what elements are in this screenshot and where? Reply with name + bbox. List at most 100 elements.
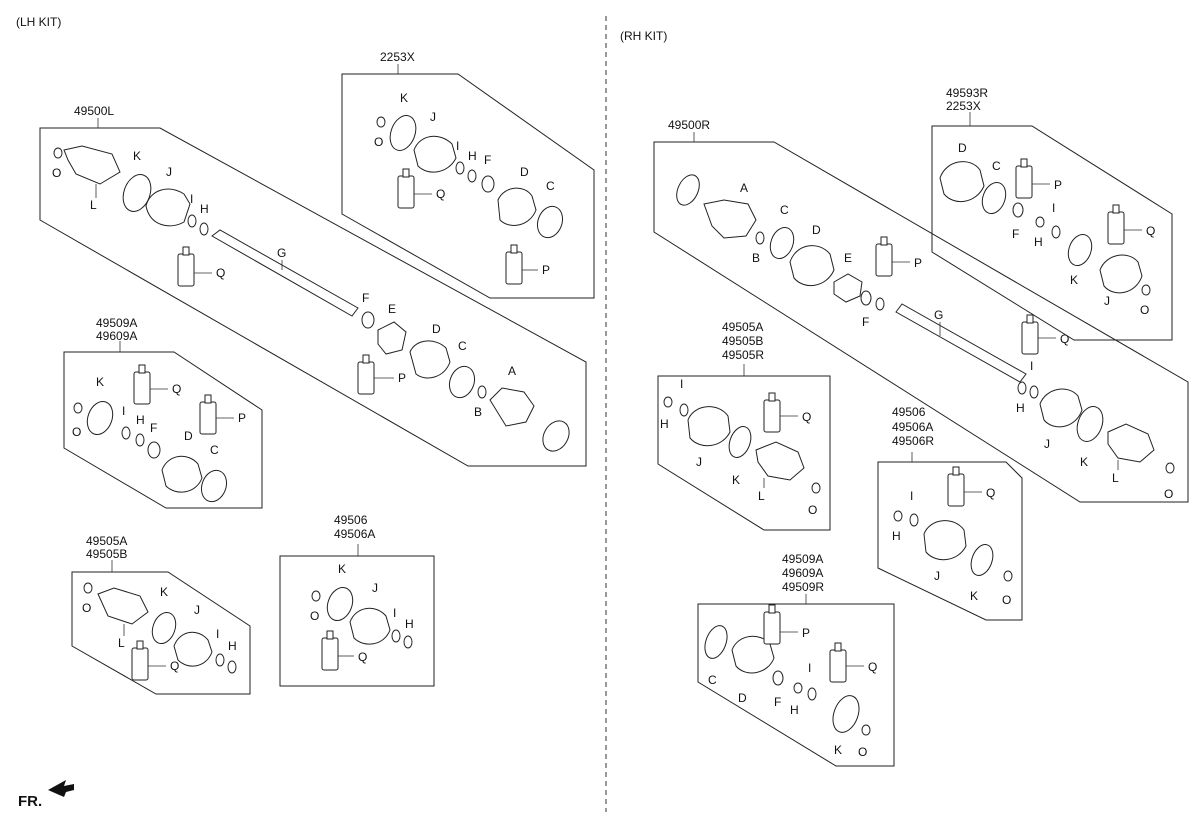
part-label-i: I [190, 192, 193, 206]
part-shape [349, 607, 391, 645]
part-label-o: O [808, 503, 817, 517]
part-label-j: J [372, 581, 378, 595]
part-shape [861, 724, 871, 736]
part-label-i: I [456, 139, 459, 153]
part-shape [326, 587, 354, 621]
part-label-k: K [160, 585, 168, 599]
part-label-q: Q [170, 659, 179, 673]
part-label-j: J [1044, 437, 1050, 451]
part-label-p: P [1054, 178, 1062, 192]
part-shape [477, 385, 487, 399]
part-label-k: K [96, 375, 104, 389]
part-shape [763, 399, 781, 433]
part-label-c: C [708, 673, 717, 687]
part-label-o: O [1164, 487, 1173, 501]
part-shape [391, 629, 401, 643]
part-label-o: O [82, 601, 91, 615]
part-label-i: I [680, 377, 683, 391]
part-label-d: D [432, 322, 441, 336]
part-label-e: E [844, 251, 852, 265]
part-label-k: K [834, 743, 842, 757]
part-shape [1165, 462, 1175, 474]
part-label-h: H [660, 417, 669, 431]
part-shape [834, 642, 842, 652]
kit-frame [657, 375, 831, 531]
part-shape [1099, 254, 1143, 294]
kit-rh-49509A-code-3: 49509R [782, 580, 824, 594]
kit-lh-49506: 49506 49506A O K J I H Q [279, 513, 435, 687]
part-label-c: C [546, 179, 555, 193]
part-label-a: A [508, 364, 516, 378]
part-label-d: D [184, 429, 193, 443]
part-shape [947, 473, 965, 507]
part-shape [970, 544, 994, 576]
kit-lh-49506-code-2: 49506A [334, 527, 375, 541]
kit-frame [697, 603, 895, 767]
part-label-j: J [934, 569, 940, 583]
part-label-p: P [398, 371, 406, 385]
part-label-o: O [858, 745, 867, 759]
front-arrow-icon [48, 780, 74, 797]
part-shape [676, 174, 700, 206]
part-shape [199, 222, 209, 236]
part-label-i: I [808, 661, 811, 675]
kit-lh-49505A: 49505A 49505B O L K J Q I H [71, 534, 251, 695]
part-shape [204, 394, 212, 404]
part-shape [131, 647, 149, 681]
lh-kit-header: (LH KIT) [16, 15, 61, 29]
part-shape [1003, 570, 1013, 582]
part-shape [135, 433, 145, 447]
part-shape [1021, 321, 1039, 355]
part-label-b: B [474, 405, 482, 419]
part-label-p: P [238, 411, 246, 425]
part-label-q: Q [1146, 224, 1155, 238]
part-shape [875, 297, 885, 311]
kit-rh-49593R-code-1: 49593R [946, 86, 988, 100]
part-label-j: J [1104, 294, 1110, 308]
part-shape [161, 455, 203, 493]
part-shape [909, 513, 919, 527]
part-shape [833, 273, 863, 303]
kit-lh-49509A: 49509A 49609A O K Q P I H F D C [63, 316, 263, 509]
part-shape [755, 441, 805, 481]
part-label-j: J [166, 165, 172, 179]
part-shape [789, 245, 835, 286]
kit-rh-49506-code-2: 49506A [892, 420, 933, 434]
part-shape [402, 168, 410, 178]
part-shape [807, 687, 817, 701]
kit-rh-49506: 49506 49506A 49506R Q H I J K O [877, 405, 1023, 621]
rh-kit-header: (RH KIT) [620, 29, 667, 43]
part-shape [448, 365, 476, 399]
part-shape [73, 402, 83, 414]
part-shape [542, 420, 570, 452]
part-label-k: K [732, 473, 740, 487]
part-shape [63, 145, 121, 185]
kit-lh-49506-code-1: 49506 [334, 513, 368, 527]
part-shape [377, 321, 407, 355]
part-label-f: F [862, 315, 869, 329]
kit-rh-49509A-code-2: 49609A [782, 566, 823, 580]
part-shape [133, 371, 151, 405]
kit-rh-49506-code-1: 49506 [892, 405, 926, 419]
part-label-f: F [362, 291, 369, 305]
part-shape [793, 682, 803, 694]
part-shape [1039, 388, 1083, 428]
kit-lh-49509A-code-2: 49609A [96, 329, 137, 343]
part-shape [875, 243, 893, 277]
kit-frame [877, 461, 1023, 621]
part-label-b: B [752, 251, 760, 265]
part-shape [357, 361, 375, 395]
part-shape [467, 169, 477, 183]
part-shape [187, 214, 197, 228]
part-shape [86, 401, 114, 435]
part-shape [1141, 284, 1151, 296]
part-label-c: C [992, 159, 1001, 173]
part-shape [687, 406, 731, 447]
part-shape [952, 466, 960, 476]
part-shape [1029, 385, 1039, 399]
part-label-h: H [136, 413, 145, 427]
part-shape [704, 625, 728, 659]
kit-rh-49505A-code-2: 49505B [722, 334, 763, 348]
kit-frame [39, 127, 587, 467]
part-shape [182, 246, 190, 256]
